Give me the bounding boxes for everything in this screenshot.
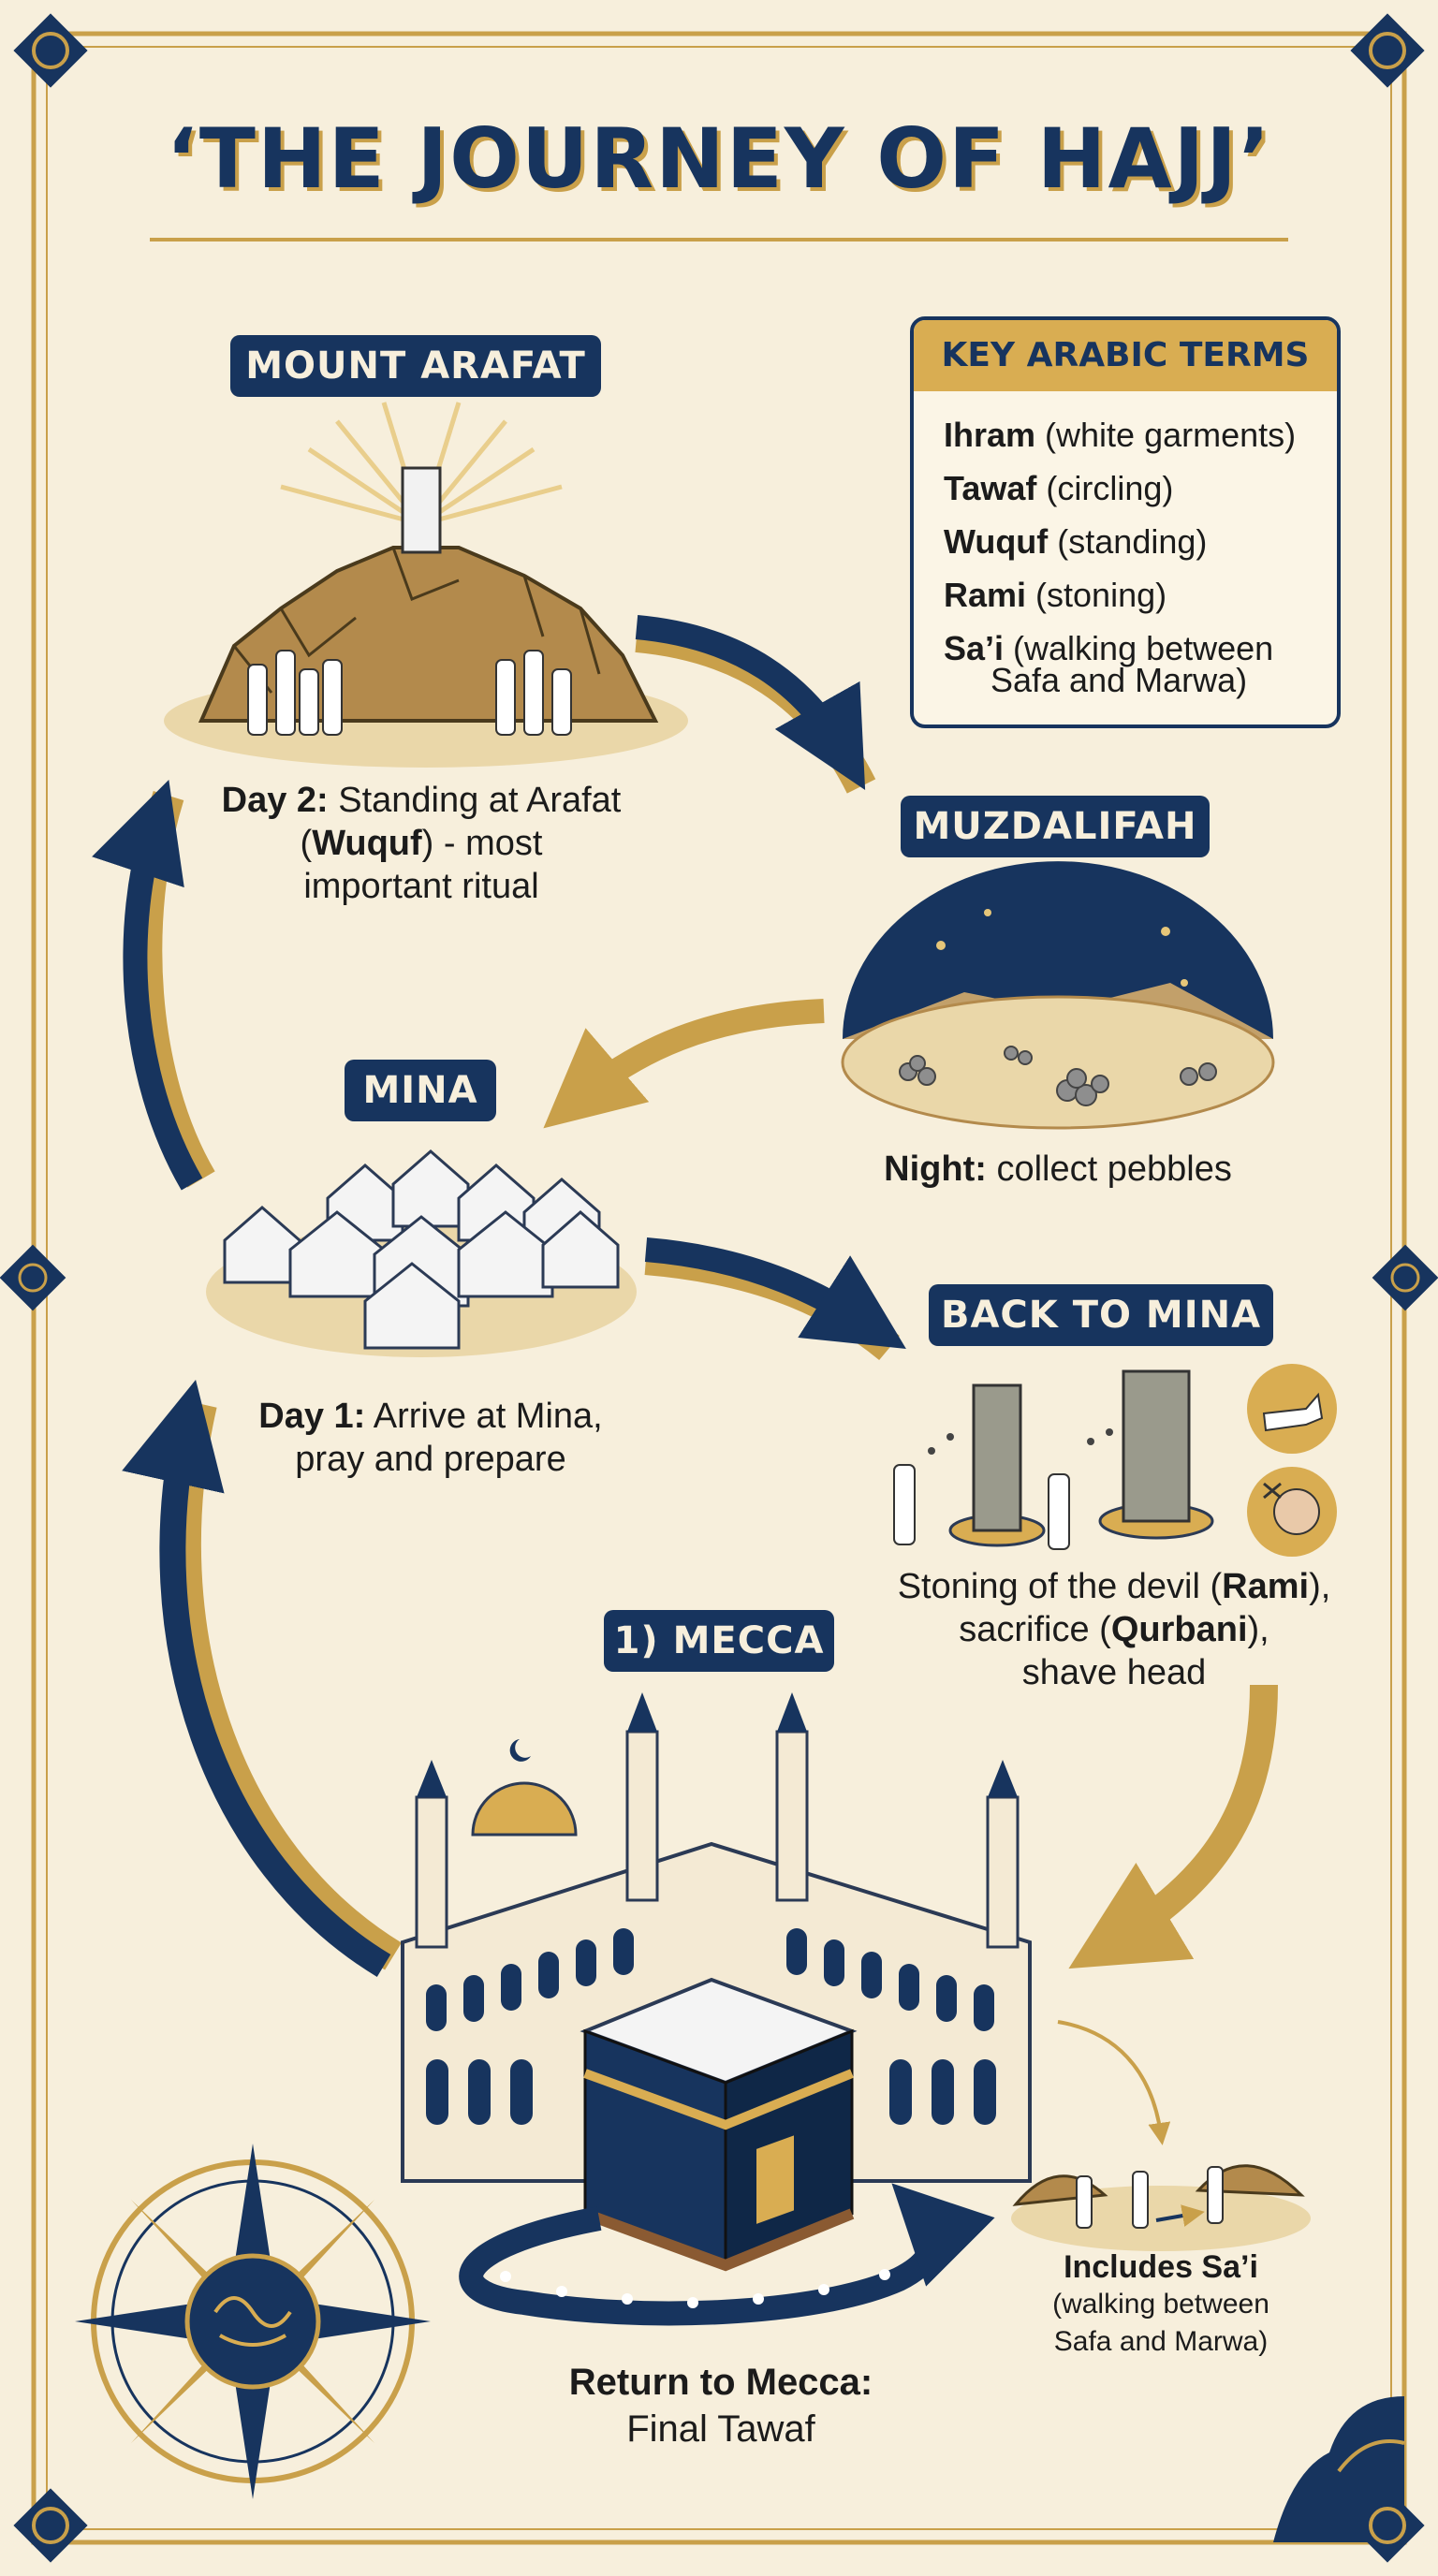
key-term-name: Sa’i	[944, 629, 1005, 667]
caption-sai-text-2: Safa and Marwa)	[1053, 2326, 1269, 2357]
jamarat-pillar-icon	[1122, 1369, 1191, 1523]
key-term-continuation: Safa and Marwa)	[990, 661, 1248, 699]
tawaf-circle-arrow-icon	[459, 2183, 995, 2326]
caption-qurbani-end: ),	[1247, 1610, 1269, 1649]
jamarat-illustration	[893, 1364, 1337, 1557]
dome-icon	[471, 1781, 578, 1837]
minarets-icon	[415, 1730, 1020, 1949]
station-label-mount-arafat: MOUNT ARAFAT	[230, 335, 601, 397]
caption-arafat-text-3: important ritual	[303, 867, 539, 906]
station-label-muzdalifah: MUZDALIFAH	[901, 796, 1210, 857]
corner-ornament-bottom-left-icon	[13, 2488, 88, 2563]
arrow-back-to-mecca-icon	[1068, 1684, 1278, 1969]
caption-mina-text-2: pray and prepare	[295, 1440, 566, 1479]
caption-sai-text: (walking between	[1052, 2289, 1269, 2320]
caption-mecca: Return to Mecca: Final Tawaf	[468, 2359, 974, 2452]
key-term-item: Ihram (white garments)	[944, 408, 1337, 461]
mina-tents-illustration	[206, 1149, 637, 1357]
pilgrims-sai-icon	[1076, 2166, 1224, 2229]
key-term-name: Wuquf	[944, 522, 1049, 561]
key-term-name: Tawaf	[944, 469, 1037, 507]
arrow-mecca-to-mina-icon	[122, 1379, 391, 1977]
caption-arafat: Day 2: Standing at Arafat (Wuquf) - most…	[159, 779, 683, 908]
caption-back-to-mina: Stoning of the devil (Rami), sacrifice (…	[843, 1565, 1386, 1694]
key-term-meaning: (standing)	[1048, 522, 1208, 561]
key-term-meaning: (circling)	[1036, 469, 1174, 507]
tents-icon	[223, 1149, 620, 1350]
key-term-item: Rami (stoning)	[944, 568, 1337, 622]
arrow-mina-to-arafat-icon	[92, 779, 203, 1191]
key-terms-panel: KEY ARABIC TERMS Ihram (white garments) …	[910, 316, 1341, 728]
pilgrims-arafat-icon	[247, 650, 572, 736]
sacrifice-cow-icon	[1247, 1364, 1337, 1454]
caption-qurbani-term: Qurbani	[1110, 1610, 1248, 1649]
caption-muzdalifah-lead: Night:	[884, 1149, 987, 1189]
caption-arafat-day: Day 2:	[221, 781, 329, 820]
crescent-icon	[509, 1739, 531, 1762]
caption-mina-day: Day 1:	[258, 1397, 366, 1436]
caption-arafat-term: Wuquf	[312, 824, 422, 863]
key-term-name: Rami	[944, 576, 1027, 614]
station-label-back-to-mina: BACK TO MINA	[929, 1284, 1273, 1346]
key-term-item: Tawaf (circling)	[944, 461, 1337, 515]
pilgrims-stoning-icon	[893, 1464, 1070, 1550]
corner-ornament-top-right-icon	[1350, 13, 1425, 88]
caption-shave-text: shave head	[1021, 1653, 1207, 1692]
key-terms-header: KEY ARABIC TERMS	[914, 320, 1337, 391]
tawaf-pilgrim-dots-icon	[500, 2269, 890, 2308]
caption-sai-lead: Includes Sa’i	[1064, 2249, 1258, 2285]
side-ornament-left-icon	[0, 1244, 66, 1311]
masjid-al-haram-illustration	[401, 1692, 1032, 2326]
key-terms-list: Ihram (white garments) Tawaf (circling) …	[914, 391, 1337, 699]
caption-mina: Day 1: Arrive at Mina, pray and prepare	[187, 1395, 674, 1481]
arrow-arafat-to-muzdalifah-icon	[635, 615, 866, 790]
caption-arafat-paren: (	[300, 824, 313, 863]
caption-sai: Includes Sa’i (walking between Safa and …	[992, 2248, 1329, 2361]
station-label-mina: MINA	[345, 1060, 496, 1121]
muzdalifah-illustration	[841, 861, 1275, 1130]
caption-arafat-text: Standing at Arafat	[328, 781, 622, 820]
minaret-caps-icon	[417, 1692, 1018, 1797]
caption-muzdalifah-text: collect pebbles	[986, 1149, 1232, 1189]
caption-rami-text: Stoning of the devil (	[897, 1567, 1223, 1606]
caption-mina-text: Arrive at Mina,	[365, 1397, 603, 1436]
side-ornament-right-icon	[1372, 1244, 1438, 1311]
jabal-al-rahmah-pillar-icon	[401, 466, 442, 554]
thrown-pebbles-icon	[928, 1428, 1113, 1455]
jamarat-pillar-icon	[972, 1383, 1022, 1532]
corner-ornament-bottom-right-icon	[1273, 2396, 1425, 2563]
flow-arrows	[92, 615, 1278, 2145]
safa-marwa-illustration	[1011, 2164, 1311, 2251]
key-term-meaning: (white garments)	[1035, 416, 1297, 454]
kaaba-icon	[580, 1977, 858, 2272]
stars-icon	[936, 909, 1188, 987]
key-term-item: Wuquf (standing)	[944, 515, 1337, 568]
key-term-meaning: (walking between	[1004, 629, 1274, 667]
corner-ornament-top-left-icon	[13, 13, 88, 88]
arrow-mecca-to-sai-icon	[1057, 2020, 1171, 2145]
station-label-mecca: 1) MECCA	[604, 1610, 834, 1672]
arrow-mina-to-back-icon	[644, 1237, 906, 1349]
key-term-name: Ihram	[944, 416, 1036, 454]
compass-rose-icon	[75, 2144, 431, 2499]
pebbles-icon	[899, 1046, 1217, 1106]
caption-qurbani-text: sacrifice (	[959, 1610, 1111, 1649]
caption-arafat-text-2: ) - most	[421, 824, 543, 863]
caption-muzdalifah: Night: collect pebbles	[824, 1148, 1292, 1191]
caption-rami-term: Rami	[1222, 1567, 1310, 1606]
mount-arafat-illustration	[164, 402, 688, 768]
key-term-meaning: (stoning)	[1026, 576, 1167, 614]
page-title: ‘THE JOURNEY OF HAJJ’	[166, 110, 1272, 207]
caption-mecca-text: Final Tawaf	[626, 2408, 815, 2450]
caption-rami-end: ),	[1309, 1567, 1331, 1606]
arrow-muzdalifah-to-mina-icon	[543, 999, 825, 1129]
caption-mecca-lead: Return to Mecca:	[568, 2362, 873, 2403]
arches-icon	[426, 1928, 996, 2125]
